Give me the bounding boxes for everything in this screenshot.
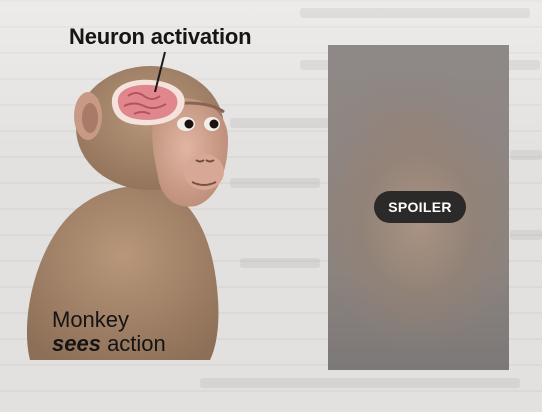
neuron-activation-label: Neuron activation xyxy=(69,24,252,49)
faded-text-line xyxy=(510,150,542,160)
monkey-body xyxy=(26,186,219,360)
faded-text-line xyxy=(510,230,542,240)
caption-line-1: Monkey xyxy=(52,307,130,332)
faded-text-line xyxy=(230,178,320,188)
annotation-pointer xyxy=(154,51,166,93)
faded-text-line xyxy=(240,258,320,268)
faded-text-line xyxy=(230,118,330,128)
brain-icon xyxy=(117,84,178,120)
caption-rest: action xyxy=(100,331,166,356)
faded-text-line xyxy=(300,8,530,18)
figure-caption: Monkey sees action xyxy=(52,308,166,356)
faded-text-line xyxy=(200,378,520,388)
spoiler-blurred-image[interactable]: SPOILER xyxy=(328,45,509,370)
caption-emphasis: sees xyxy=(52,331,101,356)
caption-line-2: sees action xyxy=(52,332,166,356)
spoiler-badge[interactable]: SPOILER xyxy=(374,191,466,223)
